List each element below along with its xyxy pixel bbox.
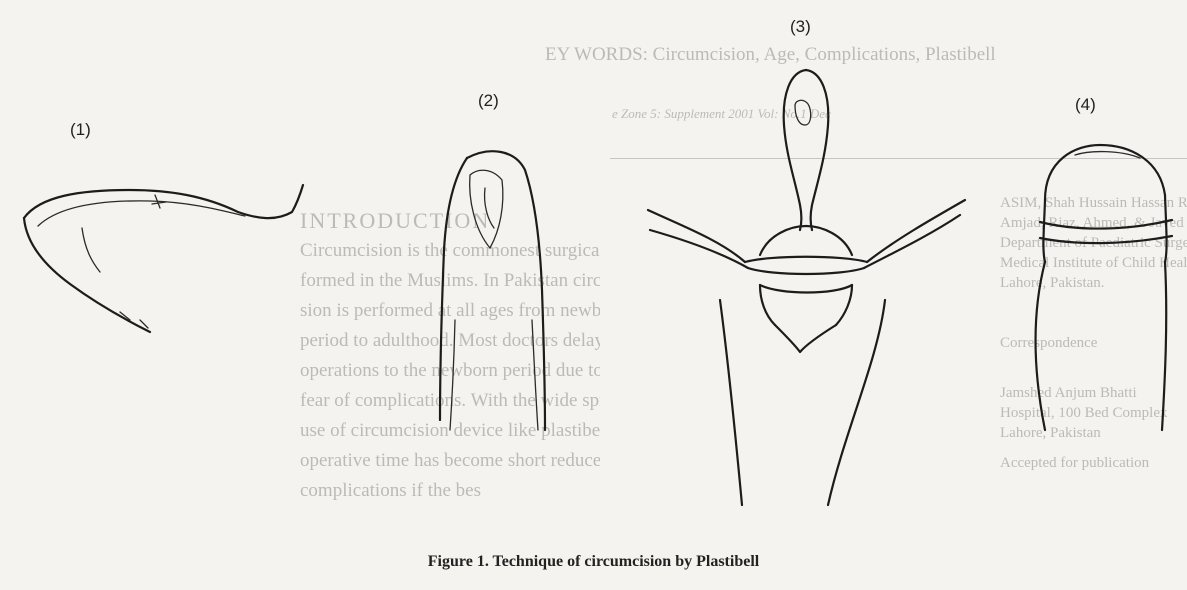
drawing-step-1: [24, 185, 303, 332]
drawing-step-2: [440, 151, 545, 430]
figure-label-1: (1): [70, 120, 91, 140]
figure-caption: Figure 1. Technique of circumcision by P…: [0, 553, 1187, 571]
figure-label-2: (2): [478, 91, 499, 111]
drawing-step-3: [648, 70, 965, 505]
figure-label-4: (4): [1075, 95, 1096, 115]
figure-label-3: (3): [790, 17, 811, 37]
drawing-step-4: [1036, 145, 1172, 430]
